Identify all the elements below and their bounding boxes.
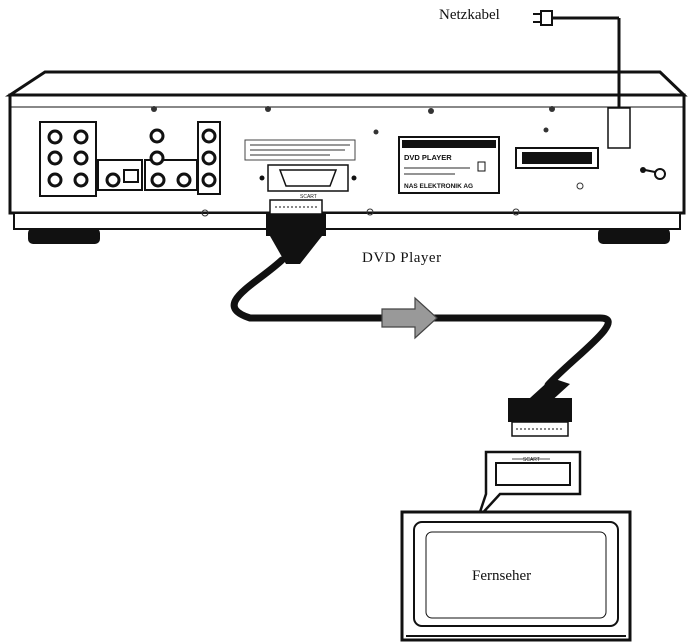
dvd-player-rear xyxy=(4,70,688,244)
scart-plug-tv xyxy=(508,378,572,437)
av-jack-panel xyxy=(39,121,221,197)
warning-sticker xyxy=(244,139,356,161)
player-scart-socket xyxy=(259,164,357,192)
dvd-player-label: DVD Player xyxy=(362,250,442,266)
player-foot-right xyxy=(598,228,670,244)
power-cable-label: Netzkabel xyxy=(439,7,500,23)
tv-scart-socket-callout xyxy=(476,450,582,519)
signal-direction-arrow-icon xyxy=(381,296,438,340)
power-plug-icon xyxy=(540,10,553,26)
scart-plug-player xyxy=(266,199,326,264)
tv-label: Fernseher xyxy=(472,568,532,584)
television xyxy=(400,510,632,642)
scart-cable xyxy=(230,199,612,437)
player-foot-left xyxy=(28,228,100,244)
ground-terminal-icon xyxy=(640,167,666,180)
type-label-plate xyxy=(398,136,500,194)
power-cable xyxy=(533,10,631,149)
